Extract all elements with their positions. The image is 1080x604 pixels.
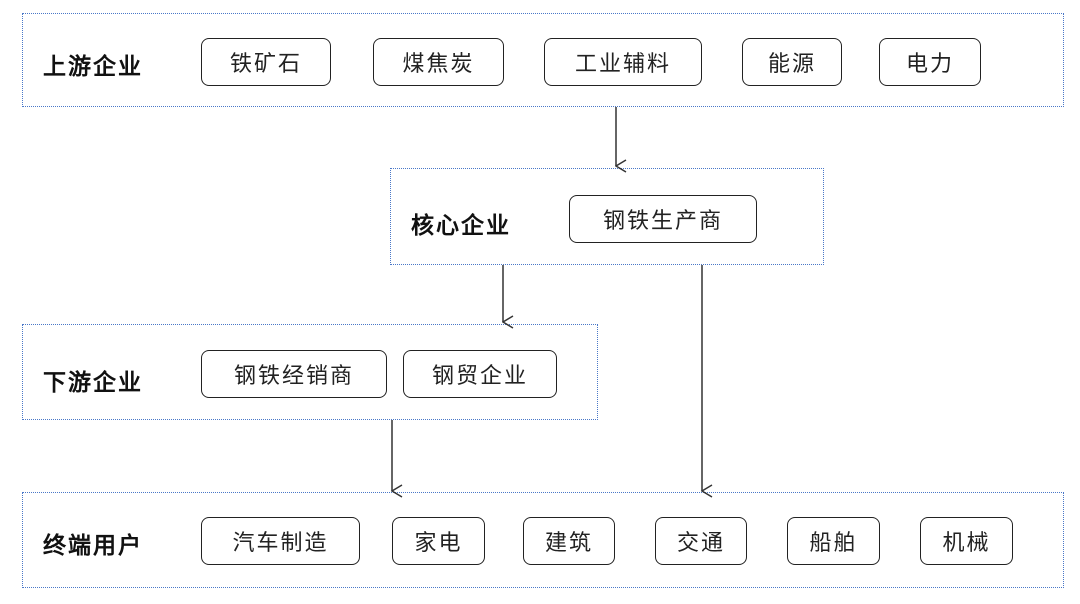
end-user-item-machinery: 机械 [920, 517, 1013, 565]
upstream-section: 上游企业 铁矿石 煤焦炭 工业辅料 能源 电力 [22, 13, 1064, 107]
downstream-item-steel-dealer: 钢铁经销商 [201, 350, 387, 398]
core-item-steel-producer: 钢铁生产商 [569, 195, 757, 243]
downstream-section: 下游企业 钢铁经销商 钢贸企业 [22, 324, 598, 420]
end-user-item-transport: 交通 [655, 517, 747, 565]
upstream-item-electricity: 电力 [879, 38, 981, 86]
end-users-section: 终端用户 汽车制造 家电 建筑 交通 船舶 机械 [22, 492, 1064, 588]
end-user-item-construction: 建筑 [523, 517, 615, 565]
downstream-title: 下游企业 [43, 370, 143, 396]
upstream-item-energy: 能源 [742, 38, 842, 86]
end-users-title: 终端用户 [43, 533, 143, 559]
end-user-item-auto: 汽车制造 [201, 517, 360, 565]
end-user-item-ships: 船舶 [787, 517, 880, 565]
core-section: 核心企业 钢铁生产商 [390, 168, 824, 265]
upstream-item-iron-ore: 铁矿石 [201, 38, 331, 86]
upstream-item-industrial-materials: 工业辅料 [544, 38, 702, 86]
upstream-title: 上游企业 [43, 54, 143, 80]
upstream-item-coke: 煤焦炭 [373, 38, 504, 86]
downstream-item-steel-trade: 钢贸企业 [403, 350, 557, 398]
core-title: 核心企业 [411, 213, 511, 239]
end-user-item-appliances: 家电 [392, 517, 485, 565]
